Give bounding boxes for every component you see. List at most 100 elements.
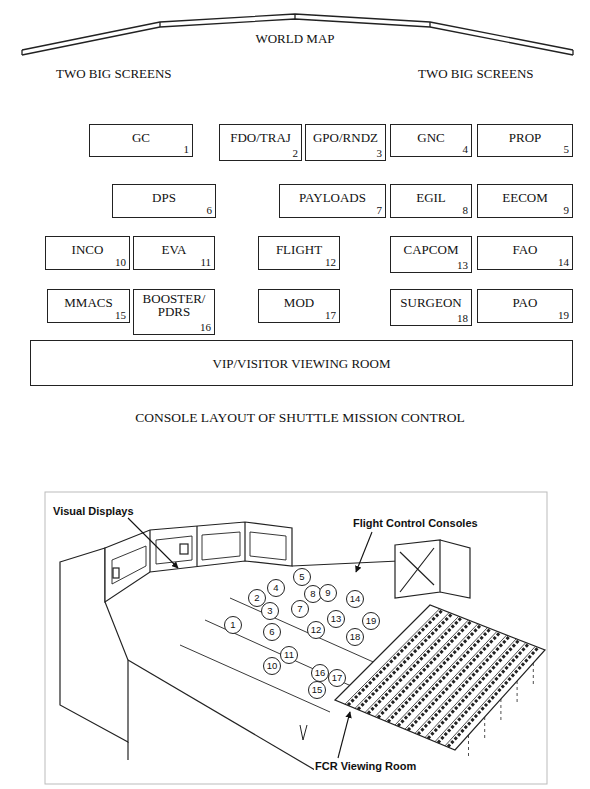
illustration-frame [45,492,547,784]
callout-number: 18 [350,632,361,642]
console-circle: 1 [224,616,242,634]
console-number: 9 [564,204,570,216]
console-circle: 6 [263,623,281,641]
seat-backs [348,610,443,705]
callout-number: 1 [230,620,235,630]
callout-number: 2 [254,593,259,603]
console-circle: 11 [280,646,298,664]
console-number: 14 [558,256,569,268]
screen-label: WORLD MAP [254,31,335,47]
console-name: EVA [134,237,214,257]
console-number: 12 [325,256,336,268]
callout-number: 19 [366,616,377,626]
callout-number: 10 [267,661,278,671]
leader-lines [128,518,372,758]
console-box: EGIL8 [390,184,472,218]
console-box: GNC4 [390,124,472,157]
console-circle: 5 [293,568,311,586]
screen-label: TWO BIG SCREENS [55,66,173,82]
support-line [533,663,534,685]
console-number: 4 [463,143,469,155]
seat-backs [418,636,510,734]
console-number: 1 [184,143,190,155]
console-box: PAO19 [477,289,573,323]
console-number: 19 [558,309,569,321]
callout-number: 5 [299,572,304,582]
console-box: FAO14 [477,236,573,270]
seat-row [435,643,526,742]
console-box: MMACS15 [47,289,130,323]
console-number: 7 [377,204,383,216]
world-map-screen [22,14,573,55]
console-number: 10 [115,256,126,268]
console-box: BOOSTER/ PDRS 16 [133,289,215,335]
callout-number: 12 [311,625,322,635]
console-number: 2 [293,147,299,159]
room-label: Visual Displays [52,505,135,517]
console-number: 18 [457,312,468,324]
console-name: BOOSTER/ PDRS [134,290,214,318]
screen-label: TWO BIG SCREENS [417,66,535,82]
console-circle: 15 [308,681,326,699]
seat-backs [438,644,529,743]
console-circle: 16 [311,664,329,682]
callout-number: 6 [269,627,274,637]
callout-number: 16 [315,668,326,678]
caption: CONSOLE LAYOUT OF SHUTTLE MISSION CONTRO… [135,410,465,426]
callout-number: 17 [332,673,343,683]
callout-number: 8 [310,589,315,599]
console-circle: 9 [319,584,337,602]
console-box: PAYLOADS7 [279,184,386,218]
console-name: GNC [391,125,471,145]
console-name: EGIL [391,185,471,205]
console-name: DPS [113,185,215,205]
console-name: FLIGHT [259,237,339,257]
console-number: 15 [115,309,126,321]
console-number: 13 [457,259,468,271]
console-number: 3 [377,147,383,159]
callout-number: 13 [331,614,342,624]
console-name: PAYLOADS [280,185,385,205]
console-number: 11 [200,256,211,268]
console-name: PROP [478,125,572,145]
console-name: GPO/RNDZ [306,125,385,145]
console-box: PROP5 [477,124,573,157]
console-circle: 14 [346,590,364,608]
console-circle: 10 [263,657,281,675]
console-circle: 7 [291,600,309,618]
console-box: MOD17 [258,289,340,323]
console-circle: 4 [267,579,285,597]
room-label: Flight Control Consoles [352,517,479,529]
console-name: FAO [478,237,572,257]
console-name: PAO [478,290,572,310]
seat-backs [448,647,538,747]
console-box: GPO/RNDZ 3 [305,124,386,161]
support-line [468,735,469,757]
seat-rows [345,609,538,757]
console-name: EECOM [478,185,572,205]
callout-number: 15 [312,685,323,695]
console-name: FDO/TRAJ [220,125,301,145]
console-box: GC1 [89,124,193,157]
console-circle: 19 [362,612,380,630]
console-circle: 12 [307,621,325,639]
support-line [517,681,518,703]
console-number: 17 [325,309,336,321]
console-box: FDO/TRAJ 2 [219,124,302,161]
console-box: DPS6 [112,184,216,218]
console-name: GC [90,125,192,145]
console-box: EECOM9 [477,184,573,218]
console-box: CAPCOM13 [390,236,472,273]
console-number: 16 [200,321,211,333]
console-number: 5 [564,143,570,155]
console-circle: 17 [328,669,346,687]
callout-number: 9 [325,588,330,598]
console-name: VIP/VISITOR VIEWING ROOM [213,356,391,371]
console-circle: 18 [346,628,364,646]
seat-backs [428,640,519,739]
console-circle: 13 [327,610,345,628]
console-box: FLIGHT12 [258,236,340,270]
